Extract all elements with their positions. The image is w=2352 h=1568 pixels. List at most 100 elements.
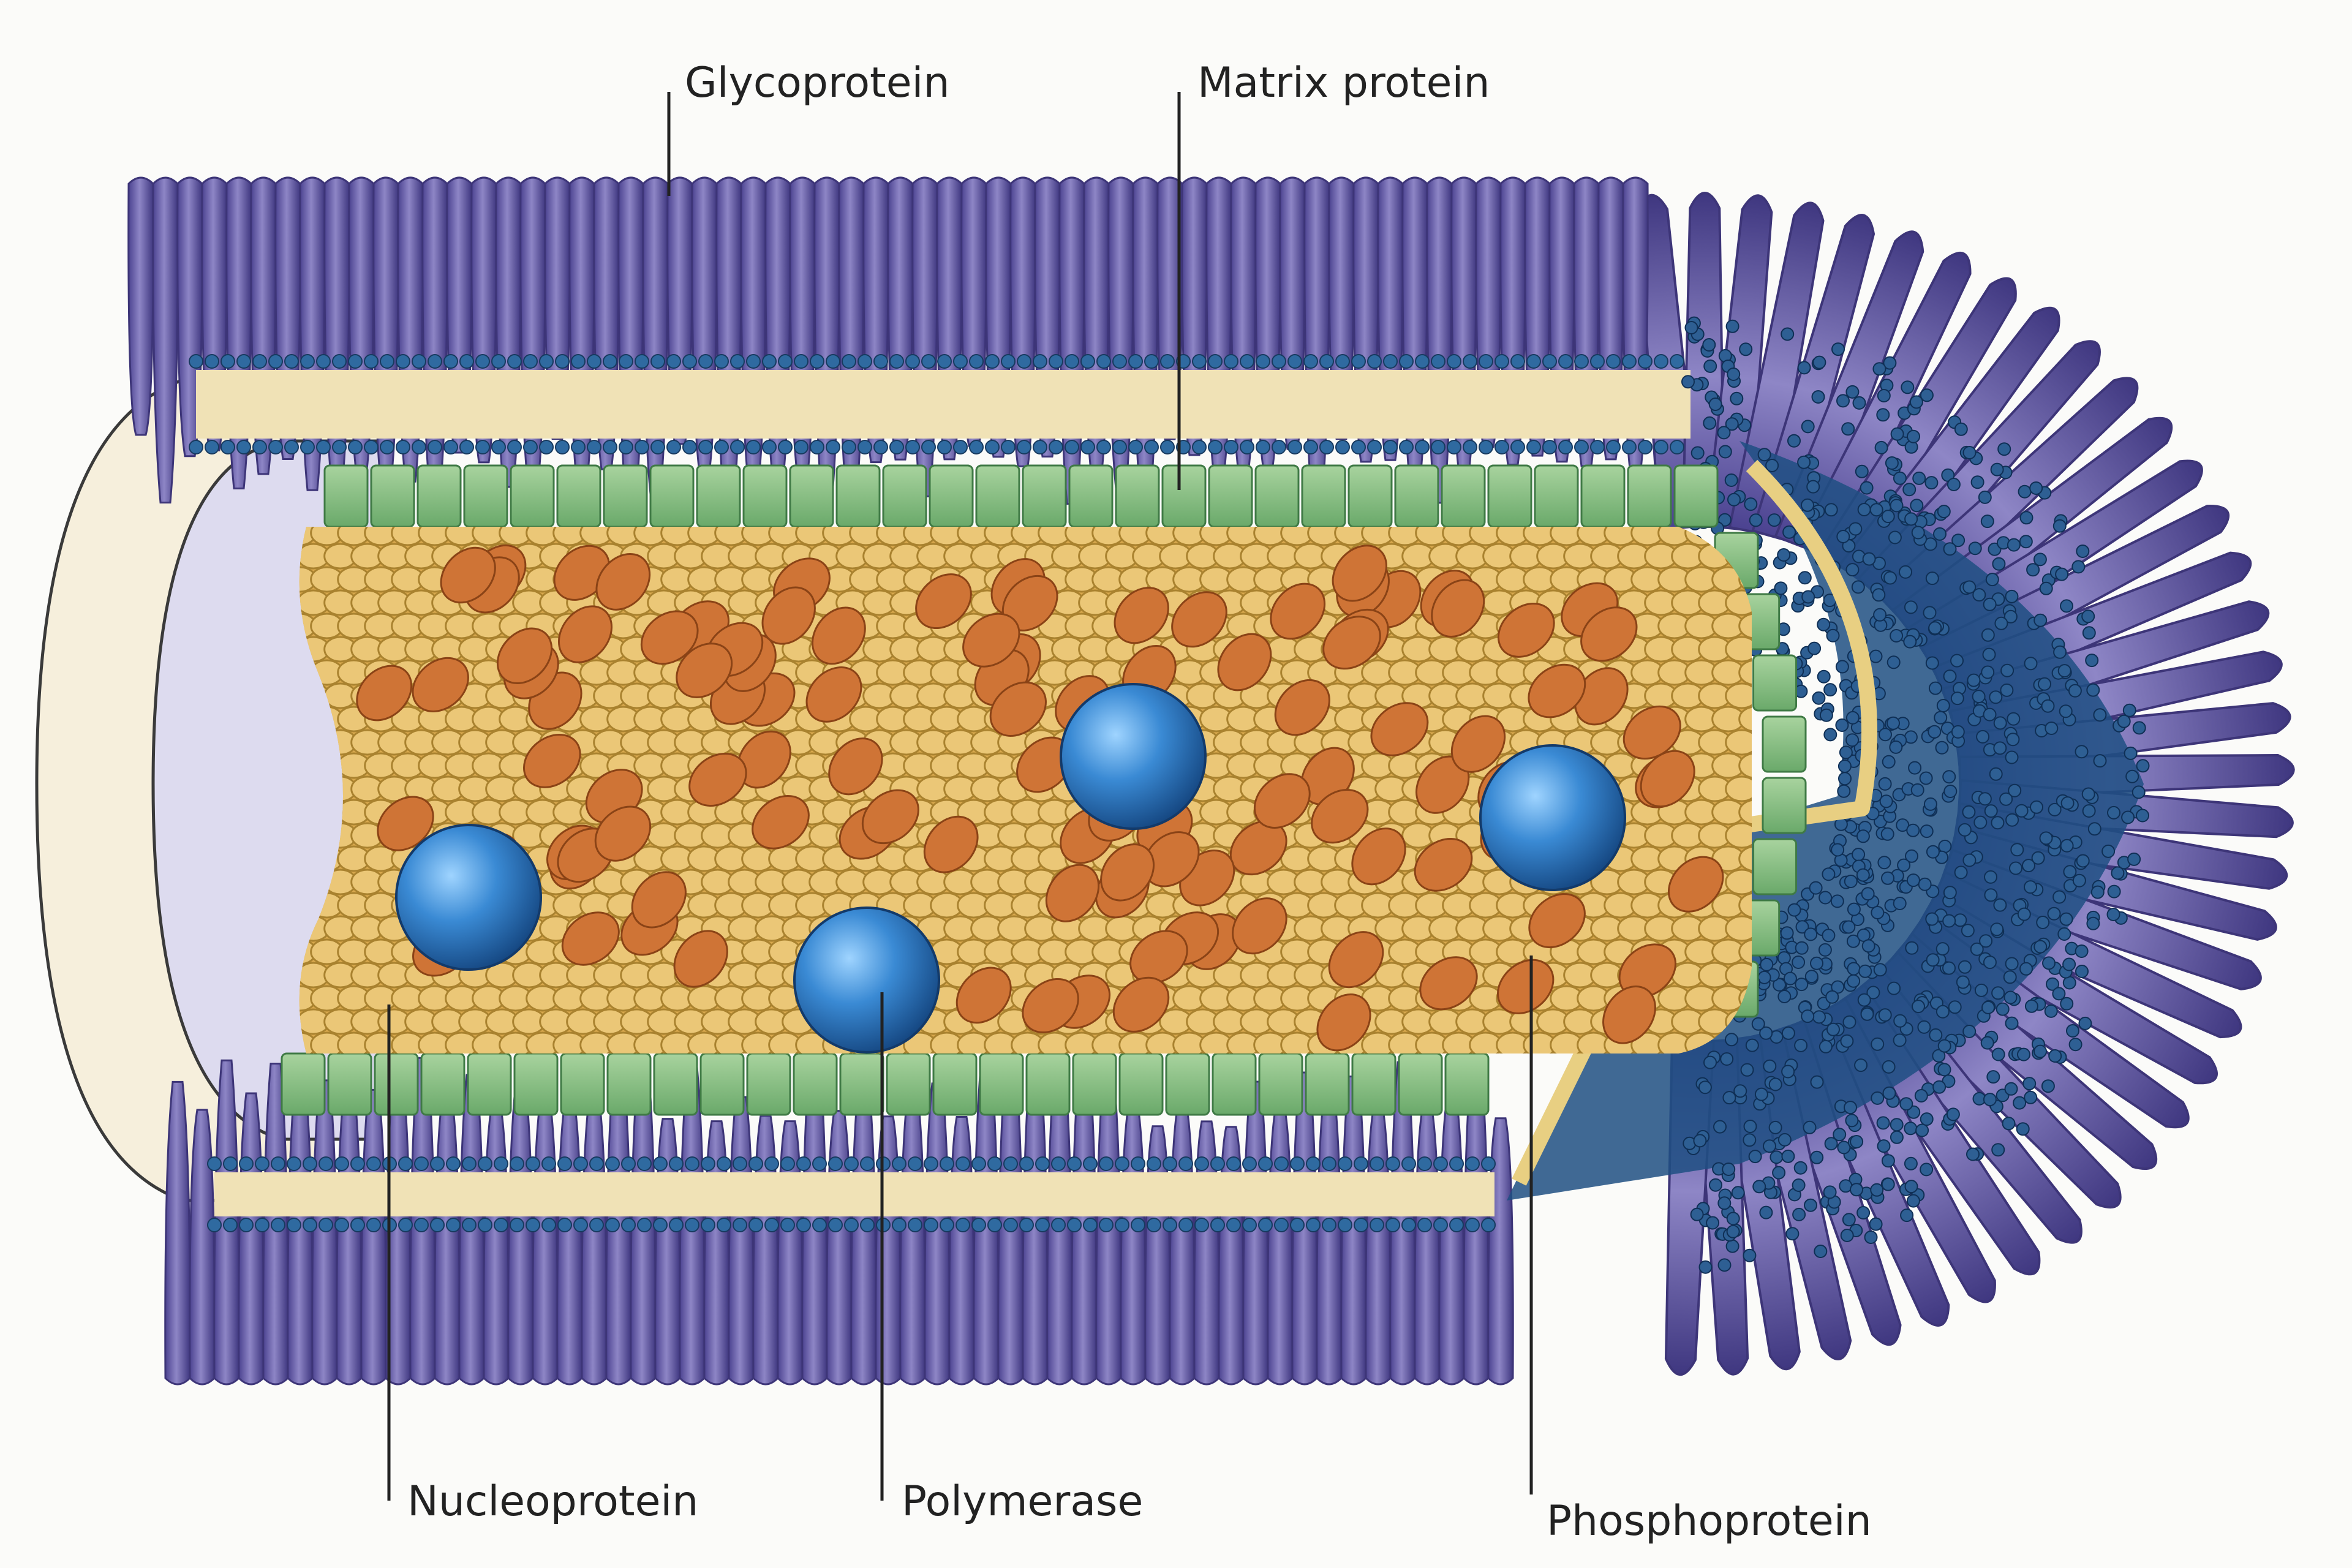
phosphoprotein-bead xyxy=(1991,1143,2005,1157)
phosphoprotein-bead xyxy=(2013,1096,2027,1110)
lipid-head xyxy=(1465,1156,1480,1171)
lipid-head xyxy=(1210,1218,1225,1232)
lipid-head xyxy=(921,440,936,454)
phosphoprotein-bead xyxy=(1777,951,1791,965)
rna-bead xyxy=(1112,976,1170,1033)
phosphoprotein-bead xyxy=(1985,573,1999,587)
phosphoprotein-bead xyxy=(2039,581,2053,595)
matrix-cube xyxy=(979,1052,1024,1116)
phosphoprotein-bead xyxy=(1709,1178,1722,1192)
phosphoprotein-bead xyxy=(1797,455,1811,469)
matrix-cube xyxy=(1627,464,1672,528)
rna-bead xyxy=(1322,616,1381,670)
phosphoprotein-bead xyxy=(1899,565,1912,579)
glycoprotein-spike xyxy=(752,1115,779,1385)
matrix-cube xyxy=(556,464,601,528)
lipid-head xyxy=(953,354,968,369)
phosphoprotein-bead xyxy=(1717,1258,1732,1272)
phosphoprotein-bead xyxy=(1781,1065,1795,1079)
phosphoprotein-bead xyxy=(2034,613,2048,627)
lipid-head xyxy=(1542,440,1557,454)
nucleoprotein-subunit xyxy=(1725,775,1752,802)
lipid-head xyxy=(842,354,856,369)
lipid-head xyxy=(635,440,649,454)
lipid-head xyxy=(268,354,283,369)
lipid-head xyxy=(810,354,824,369)
phosphoprotein-bead xyxy=(1763,1059,1777,1073)
phosphoprotein-bead xyxy=(1983,1093,1997,1107)
phosphoprotein-bead xyxy=(1933,527,1947,541)
lipid-head xyxy=(1192,354,1207,369)
rna-bead xyxy=(752,795,810,850)
glycoprotein-spike xyxy=(164,1080,191,1385)
phosphoprotein-bead xyxy=(1743,1133,1757,1147)
lipid-head xyxy=(873,440,888,454)
phosphoprotein-bead xyxy=(1725,1239,1740,1253)
phosphoprotein-bead xyxy=(2046,977,2059,991)
phosphoprotein-bead xyxy=(1811,390,1825,404)
matrix-cube xyxy=(789,464,834,528)
matrix-cube xyxy=(1487,464,1532,528)
phosphoprotein-bead xyxy=(1850,1135,1864,1148)
rna-bead xyxy=(737,730,791,789)
phosphoprotein-bead xyxy=(1812,691,1826,705)
glycoprotein-spike xyxy=(127,176,154,436)
glycoprotein-spike xyxy=(899,1092,926,1385)
lipid-head xyxy=(1051,1218,1066,1232)
lipid-head xyxy=(271,1156,285,1171)
phosphoprotein-bead xyxy=(1783,971,1797,986)
phosphoprotein-bead xyxy=(1906,1194,1920,1208)
lipid-head xyxy=(621,1156,636,1171)
lipid-head xyxy=(794,440,809,454)
phosphoprotein-bead xyxy=(1918,877,1932,891)
lipid-head xyxy=(332,354,347,369)
phosphoprotein-bead xyxy=(1830,894,1844,908)
lipid-head xyxy=(1351,440,1366,454)
lipid-head xyxy=(764,1218,779,1232)
phosphoprotein-bead xyxy=(1950,654,1964,668)
phosphoprotein-bead xyxy=(1890,1118,1904,1132)
phosphoprotein-bead xyxy=(1893,897,1907,910)
phosphoprotein-bead xyxy=(1962,446,1977,459)
lipid-head xyxy=(1479,440,1493,454)
phosphoprotein-bead xyxy=(1852,396,1866,410)
glycoprotein-spike xyxy=(924,1082,951,1385)
phosphoprotein-bead xyxy=(1847,974,1861,988)
phosphoprotein-bead xyxy=(2085,654,2099,668)
rna-bead xyxy=(1419,956,1478,1011)
matrix-cube xyxy=(1348,464,1393,528)
lipid-head xyxy=(366,1156,381,1171)
lipid-head xyxy=(364,354,379,369)
lipid-head xyxy=(1558,440,1573,454)
phosphoprotein-bead xyxy=(1915,1123,1929,1137)
lipid-head xyxy=(1163,1156,1177,1171)
phosphoprotein-bead xyxy=(2071,560,2086,574)
lipid-head xyxy=(730,440,745,454)
rna-bead xyxy=(956,967,1012,1024)
lipid-head xyxy=(1163,1218,1177,1232)
lipid-head xyxy=(780,1156,795,1171)
rna-bead xyxy=(412,657,469,712)
lipid-head xyxy=(937,440,952,454)
phosphoprotein-bead xyxy=(1893,1033,1907,1047)
phosphoprotein-bead xyxy=(2022,859,2035,873)
lipid-head xyxy=(1019,1156,1034,1171)
matrix-cube xyxy=(1762,777,1807,834)
phosphoprotein-bead xyxy=(1785,1227,1800,1241)
label-glycoprotein: Glycoprotein xyxy=(685,59,950,107)
rna-bead xyxy=(923,815,979,873)
lipid-head xyxy=(1240,354,1254,369)
phosphoprotein-bead xyxy=(2034,1044,2047,1058)
phosphoprotein-bead xyxy=(2087,822,2101,836)
phosphoprotein-bead xyxy=(1947,478,1961,491)
lipid-head xyxy=(1385,1218,1400,1232)
lipid-head xyxy=(398,1156,413,1171)
lipid-head xyxy=(1465,1218,1480,1232)
phosphoprotein-bead xyxy=(1777,548,1791,562)
rna-bead xyxy=(1274,679,1330,736)
lipid-head xyxy=(1370,1218,1384,1232)
phosphoprotein-bead xyxy=(1727,368,1741,381)
phosphoprotein-bead xyxy=(1717,426,1731,440)
matrix-cube xyxy=(467,1052,512,1116)
